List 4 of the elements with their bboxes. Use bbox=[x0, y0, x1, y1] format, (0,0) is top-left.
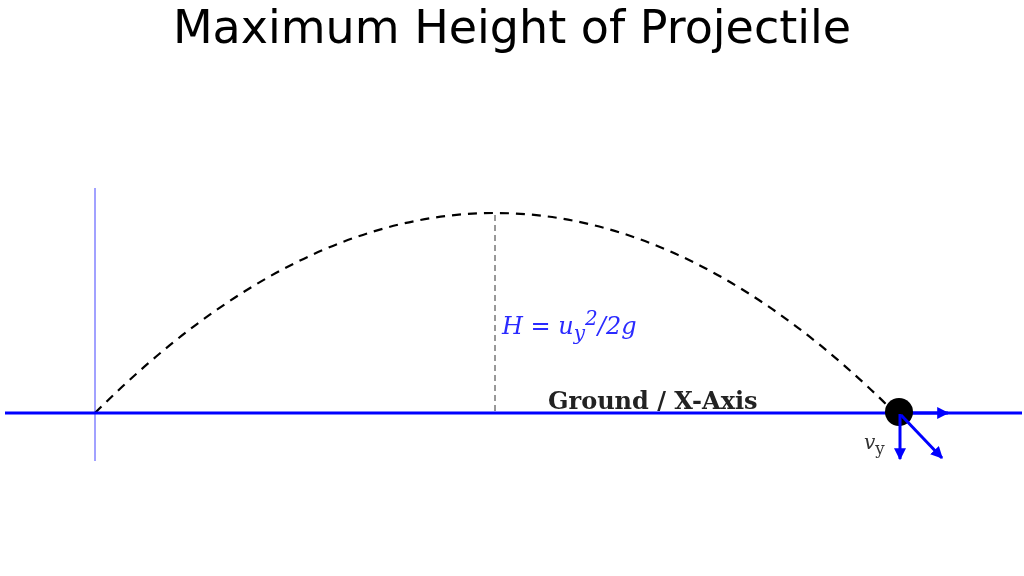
vector-label: v$_{y}$ bbox=[864, 430, 885, 458]
title: Maximum Height of Projectile bbox=[172, 0, 852, 54]
axis-label: Ground / X-Axis bbox=[548, 386, 758, 415]
formula: H = u$_{y}$$^{2}$/2g bbox=[502, 306, 637, 345]
